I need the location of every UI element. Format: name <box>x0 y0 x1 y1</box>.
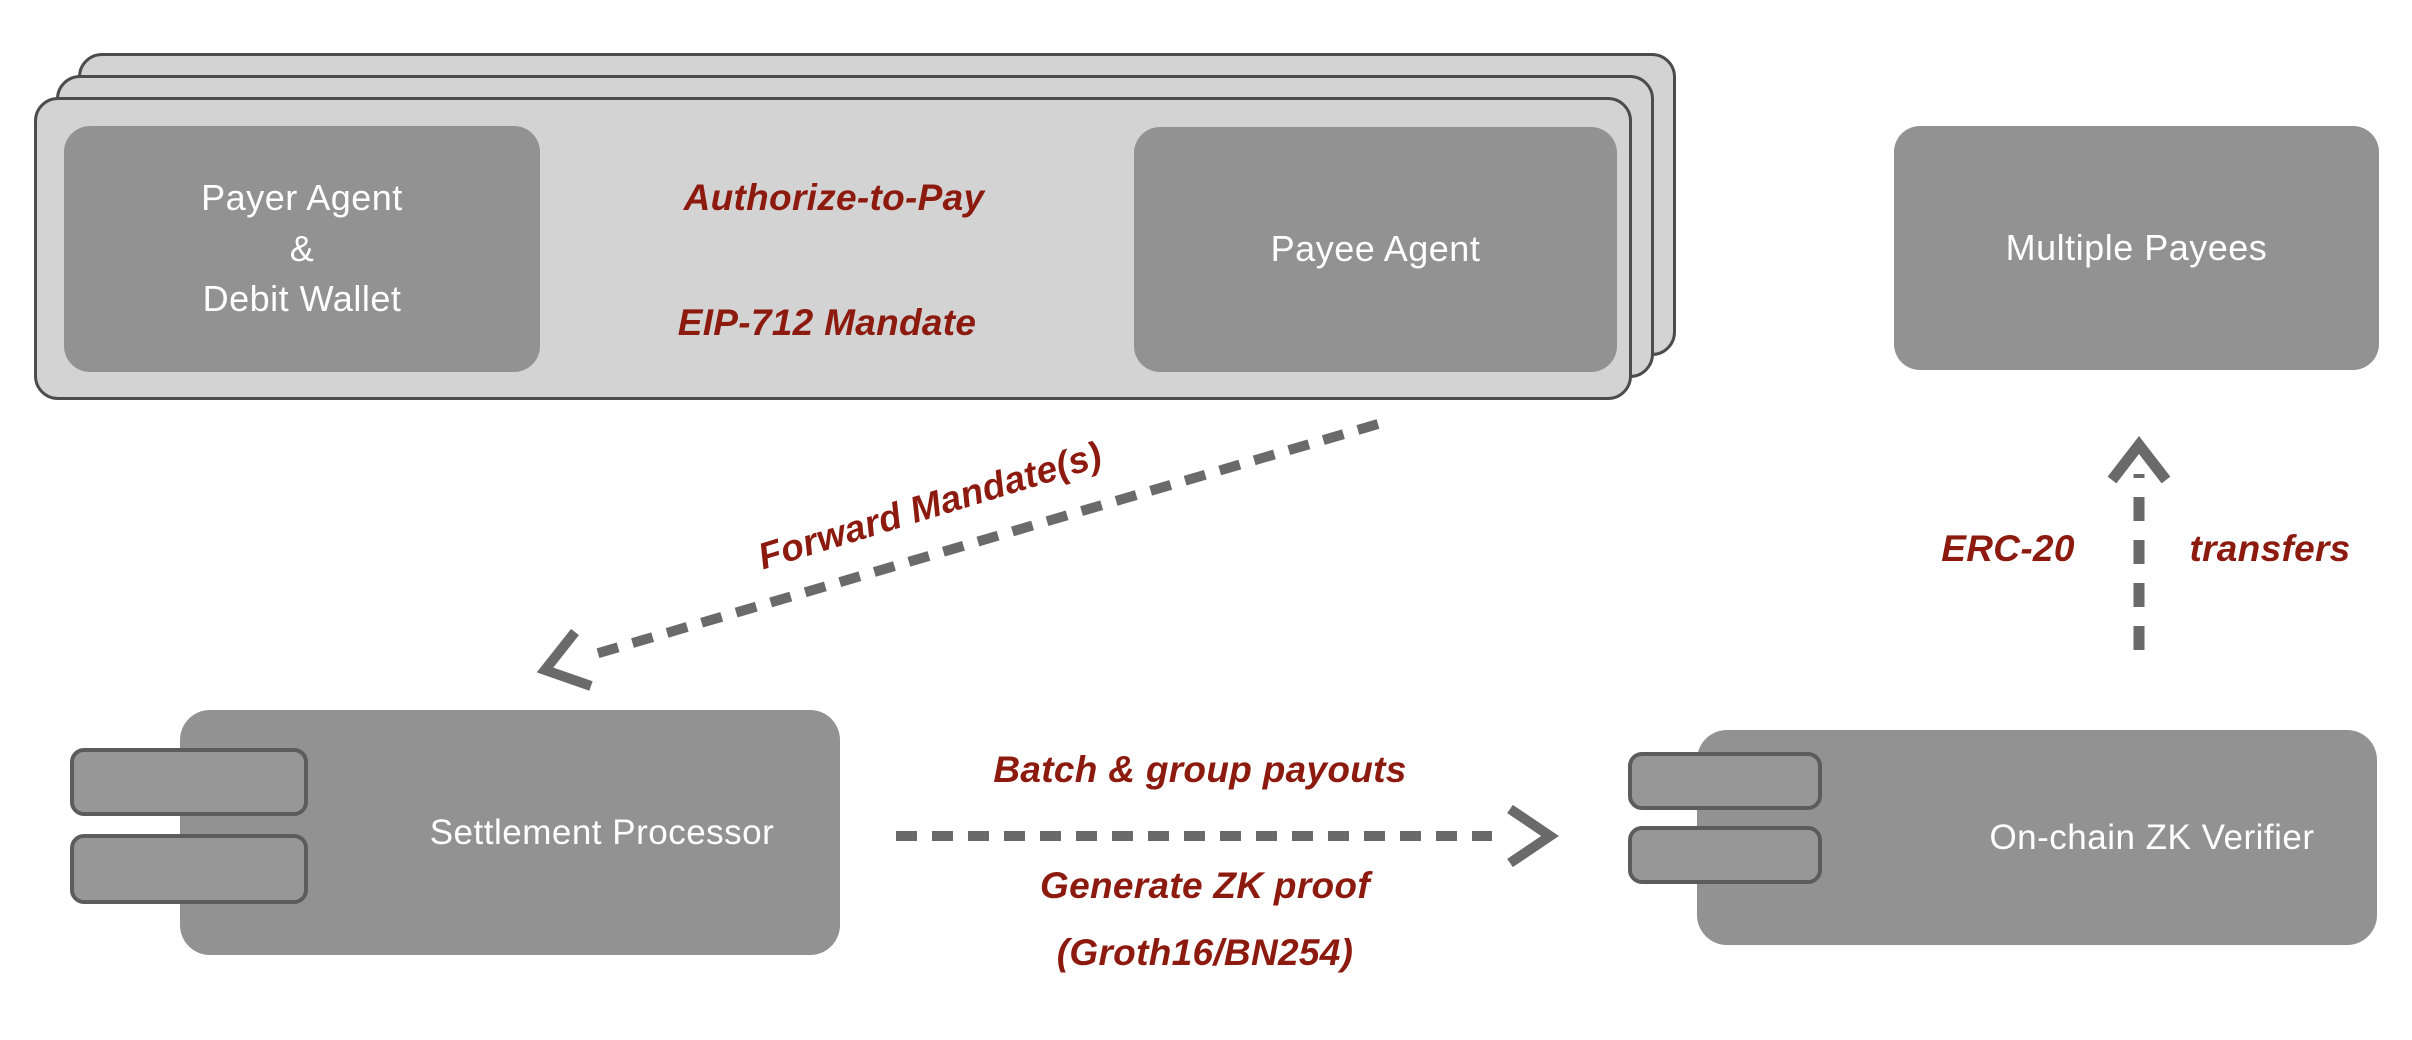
settlement-tab-2 <box>70 834 308 904</box>
eip712-mandate-label: EIP-712 Mandate <box>677 302 977 343</box>
payee-agent-box: Payee Agent <box>1134 127 1617 372</box>
multiple-payees-box: Multiple Payees <box>1894 126 2379 370</box>
transfers-label: transfers <box>2189 528 2351 569</box>
erc20-label: ERC-20 <box>1941 528 2075 569</box>
payee-agent-label: Payee Agent <box>1270 228 1481 270</box>
onchain-zk-verifier-label: On-chain ZK Verifier <box>1989 818 2315 857</box>
payer-agent-box: Payer Agent & Debit Wallet <box>64 126 540 372</box>
erc20-transfers-arrow <box>2107 435 2171 650</box>
groth16-bn254-label: (Groth16/BN254) <box>1056 932 1354 973</box>
batch-group-payouts-label: Batch & group payouts <box>993 749 1407 790</box>
payer-agent-label: Payer Agent & Debit Wallet <box>201 177 403 320</box>
settlement-tab-1 <box>70 748 308 816</box>
forward-mandate-label: Forward Mandate(s) <box>753 433 1107 578</box>
multiple-payees-label: Multiple Payees <box>2005 226 2268 268</box>
generate-zk-proof-label: Generate ZK proof <box>1040 865 1370 906</box>
onchain-tab-2 <box>1628 826 1822 884</box>
settlement-processor-label: Settlement Processor <box>429 813 775 852</box>
forward-mandate-arrow <box>536 419 1380 691</box>
batch-payouts-arrow <box>896 804 1559 868</box>
onchain-tab-1 <box>1628 752 1822 810</box>
authorize-to-pay-label: Authorize-to-Pay <box>683 177 985 218</box>
